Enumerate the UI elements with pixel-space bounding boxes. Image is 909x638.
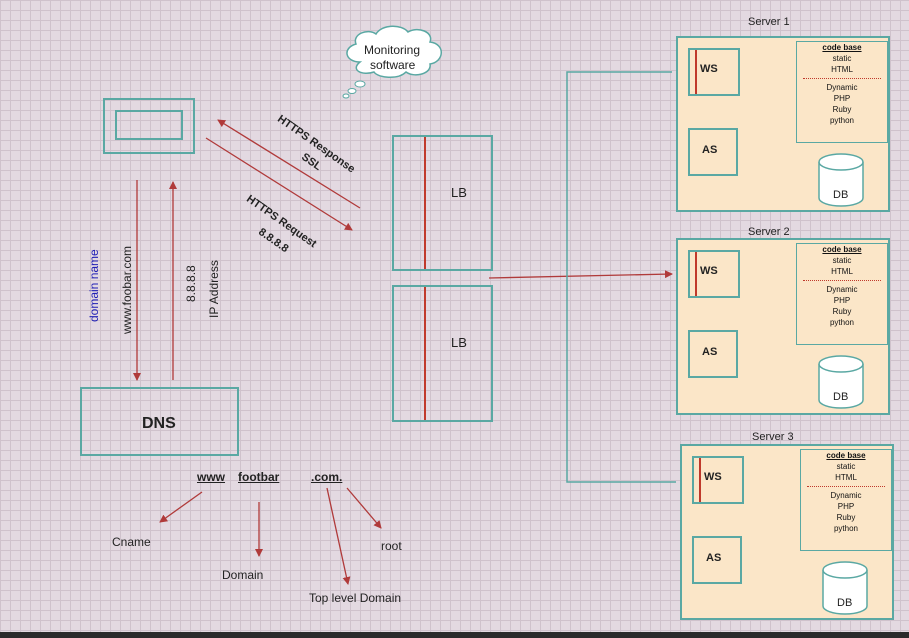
server-bus-line [566, 71, 676, 483]
database-cylinder[interactable] [820, 558, 870, 616]
code-ruby: Ruby [832, 307, 852, 316]
code-html: HTML [831, 65, 853, 74]
load-balancer-2[interactable]: LB [392, 285, 493, 422]
app-server-box[interactable]: AS [692, 536, 742, 584]
database-cylinder[interactable] [816, 150, 866, 208]
code-base-title: code base [826, 451, 866, 460]
server-title: Server 2 [748, 226, 790, 238]
code-html: HTML [835, 473, 857, 482]
tld-label: Top level Domain [309, 591, 402, 605]
https-response-arrow [217, 119, 361, 209]
code-dynamic: Dynamic [830, 491, 862, 500]
ws-label: WS [704, 471, 722, 483]
as-label: AS [702, 346, 718, 358]
ws-divider [699, 458, 701, 502]
www-part: www [197, 470, 226, 484]
code-base-title: code base [822, 43, 862, 52]
code-static: static [832, 256, 852, 265]
code-python: python [829, 116, 855, 125]
lb-divider [424, 137, 426, 269]
monitoring-cloud [342, 25, 442, 99]
cloud-label-2: software [370, 58, 416, 72]
code-python: python [829, 318, 855, 327]
domain-name-label: domain name [87, 249, 101, 322]
server-title: Server 3 [752, 431, 794, 443]
ws-label: WS [700, 63, 718, 75]
server-1[interactable]: WS AS code base static HTML Dynamic PHP … [676, 36, 890, 212]
com-part: .com. [311, 470, 343, 484]
as-label: AS [702, 144, 718, 156]
code-divider [807, 486, 885, 487]
lb-label: LB [451, 185, 467, 200]
lb-to-server-arrow [488, 270, 673, 279]
web-server-box[interactable]: WS [692, 456, 744, 504]
foobar-label: www.foobar.com [120, 245, 134, 334]
code-divider [803, 280, 881, 281]
ws-label: WS [700, 265, 718, 277]
root-label: root [381, 539, 402, 553]
web-server-box[interactable]: WS [688, 250, 740, 298]
load-balancer-1[interactable]: LB [392, 135, 493, 271]
code-php: PHP [833, 296, 851, 305]
code-html: HTML [831, 267, 853, 276]
lb-label: LB [451, 335, 467, 350]
ip-value-label: 8.8.8.8 [184, 265, 198, 302]
app-server-box[interactable]: AS [688, 330, 738, 378]
db-label: DB [833, 391, 849, 403]
code-base-box[interactable]: code base static HTML Dynamic PHP Ruby p… [800, 449, 892, 551]
as-label: AS [706, 552, 722, 564]
code-base-box[interactable]: code base static HTML Dynamic PHP Ruby p… [796, 243, 888, 345]
domain-label: Domain [222, 568, 264, 582]
footbar-part: footbar [238, 470, 280, 484]
code-php: PHP [837, 502, 855, 511]
db-label: DB [833, 189, 849, 201]
window-bottom-bar [0, 632, 909, 638]
root-arrow [346, 487, 382, 529]
code-static: static [832, 54, 852, 63]
dns-label: DNS [142, 415, 176, 432]
ws-divider [695, 50, 697, 94]
client-computer[interactable] [103, 98, 195, 154]
ws-divider [695, 252, 697, 296]
code-divider [803, 78, 881, 79]
web-server-box[interactable]: WS [688, 48, 740, 96]
code-base-box[interactable]: code base static HTML Dynamic PHP Ruby p… [796, 41, 888, 143]
ip-address-label: IP Address [207, 260, 221, 318]
code-static: static [836, 462, 856, 471]
code-php: PHP [833, 94, 851, 103]
tld-arrow [326, 487, 351, 585]
code-ruby: Ruby [836, 513, 856, 522]
code-python: python [833, 524, 859, 533]
db-label: DB [837, 597, 853, 609]
app-server-box[interactable]: AS [688, 128, 738, 176]
database-cylinder[interactable] [816, 352, 866, 410]
code-dynamic: Dynamic [826, 83, 858, 92]
dns-box[interactable]: DNS [80, 387, 239, 456]
cloud-label-1: Monitoring [364, 43, 421, 57]
code-ruby: Ruby [832, 105, 852, 114]
https-request-arrow [205, 137, 353, 231]
server-3[interactable]: WS AS code base static HTML Dynamic PHP … [680, 444, 894, 620]
server-2[interactable]: WS AS code base static HTML Dynamic PHP … [676, 238, 890, 415]
client-screen [115, 110, 183, 140]
server-title: Server 1 [748, 16, 790, 28]
lb-divider [424, 287, 426, 420]
code-dynamic: Dynamic [826, 285, 858, 294]
code-base-title: code base [822, 245, 862, 254]
cname-arrow [159, 491, 203, 523]
cname-label: Cname [112, 535, 151, 549]
